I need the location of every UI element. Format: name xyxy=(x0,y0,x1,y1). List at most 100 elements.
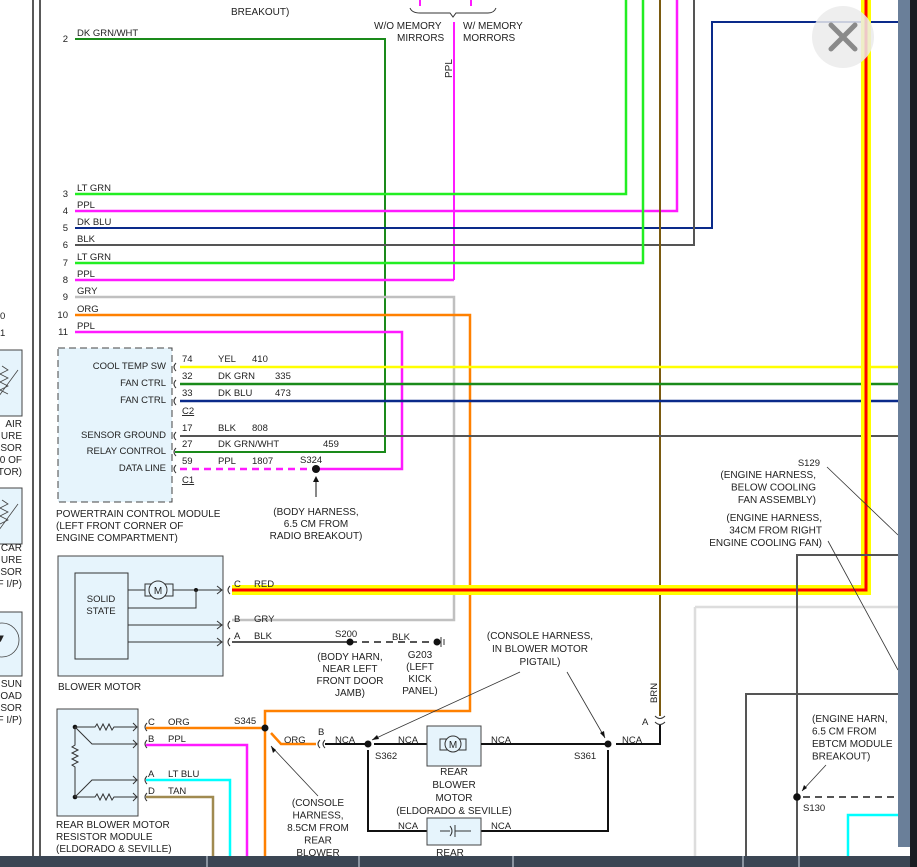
s130-note: (ENGINE HARN, xyxy=(812,714,888,725)
sensor-label: SUN xyxy=(1,679,22,690)
pcm-pin-number: 32 xyxy=(182,371,193,382)
g203-note: KICK xyxy=(408,674,432,685)
ground-g203-label: G203 xyxy=(408,650,433,661)
pin-arrow-icon xyxy=(132,722,138,802)
pcm-pin-number: 27 xyxy=(182,439,193,450)
splice-s362[interactable] xyxy=(364,740,372,748)
motor-icon xyxy=(148,580,168,600)
left-pin-num: 1 xyxy=(0,328,5,339)
wire-nca xyxy=(481,750,609,832)
wire-org-label: ORG xyxy=(284,735,306,746)
w-memory-label: W/ MEMORY xyxy=(463,21,523,32)
pcm-pin-label: RELAY CONTROL xyxy=(87,446,166,457)
close-button[interactable] xyxy=(812,6,874,68)
blower-motor-name: BLOWER MOTOR xyxy=(58,682,141,693)
wire-nca-label: NCA xyxy=(622,735,643,746)
wire-blk xyxy=(796,554,898,856)
splice-s345-label: S345 xyxy=(234,716,256,727)
arrow-icon xyxy=(372,735,379,740)
arrow-icon xyxy=(271,746,276,753)
wire-blk xyxy=(745,693,898,856)
splice-s362-label: S362 xyxy=(375,751,397,762)
wire-brn-label: BRN xyxy=(649,683,660,703)
fan-note: 34CM FROM RIGHT xyxy=(729,526,822,537)
blower-pin-label: C xyxy=(234,579,241,590)
pcm-pin-number: 17 xyxy=(182,423,193,434)
wire-color-label: DK GRN/WHT xyxy=(77,28,138,39)
wire-color-label: BLK xyxy=(218,423,237,434)
horizontal-scrollbar[interactable] xyxy=(0,856,910,867)
motor-icon xyxy=(444,735,462,753)
rear-resistor-name: REAR BLOWER MOTOR xyxy=(56,820,170,831)
solid-state-label: SOLID xyxy=(87,594,116,605)
leader-line xyxy=(566,671,606,739)
pin-number: 4 xyxy=(63,206,68,217)
thermistor-icon xyxy=(0,499,19,530)
pin-number: 10 xyxy=(57,310,68,321)
wire-nca xyxy=(616,725,661,745)
s129-note: BELOW COOLING xyxy=(731,483,816,494)
s324-note: 6.5 CM FROM xyxy=(284,519,348,530)
resistor-pin-label: B xyxy=(148,734,154,745)
s130-note: 6.5 CM FROM xyxy=(812,727,876,738)
rear-capacitor[interactable] xyxy=(426,817,482,846)
scroll-divider xyxy=(206,856,208,867)
wire-org xyxy=(75,313,472,856)
resistor-icon xyxy=(70,727,80,797)
pin-number: 11 xyxy=(58,327,68,338)
wire-color-label: PPL xyxy=(77,269,95,280)
sensor-label: SOR xyxy=(0,443,22,454)
fan-note: (ENGINE HARNESS, xyxy=(726,513,822,524)
splice-s361[interactable] xyxy=(604,740,612,748)
thermistor-icon xyxy=(0,365,19,396)
splice-s200[interactable] xyxy=(346,638,354,646)
wire-ppl xyxy=(146,743,249,856)
console-note: (CONSOLE xyxy=(292,798,345,809)
wire-color-label: LT GRN xyxy=(77,252,111,263)
pcm-pin-label: SENSOR GROUND xyxy=(81,430,166,441)
ppl-vertical-label: PPL xyxy=(444,59,455,78)
splice-s345[interactable] xyxy=(261,724,269,732)
s200-note: FRONT DOOR xyxy=(316,676,383,687)
arrow-icon xyxy=(600,731,605,738)
s130-note: BREAKOUT) xyxy=(812,752,870,763)
sensor-box xyxy=(0,349,23,417)
splice-s324[interactable] xyxy=(312,465,320,473)
pin-number: 8 xyxy=(63,275,68,286)
ground-icon xyxy=(440,637,445,647)
sensor-label: F I/P) xyxy=(0,715,22,726)
pin-number: 5 xyxy=(63,223,68,234)
fan-note: ENGINE COOLING FAN) xyxy=(709,538,822,549)
resistor-icon xyxy=(75,722,137,732)
sensor-label: 0 OF xyxy=(0,455,22,466)
s200-note: NEAR LEFT xyxy=(322,664,377,675)
s130-note: EBTCM MODULE xyxy=(812,739,893,750)
wire-lt-grn xyxy=(75,0,645,265)
vertical-scrollbar[interactable] xyxy=(898,0,910,847)
s324-note: RADIO BREAKOUT) xyxy=(270,531,363,542)
wire-color-label: DK BLU xyxy=(77,217,111,228)
pcm-pin-number: 59 xyxy=(182,456,193,467)
s129-note: (ENGINE HARNESS, xyxy=(720,470,816,481)
pcm-module[interactable] xyxy=(57,347,173,503)
pin-number: 3 xyxy=(63,189,68,200)
sensor-label: CAR xyxy=(1,543,22,554)
connector-icon xyxy=(317,739,326,749)
wo-memory-label: W/O MEMORY xyxy=(374,21,442,32)
capacitor-icon xyxy=(440,825,471,837)
pcm-pin-label: FAN CTRL xyxy=(120,395,166,406)
pcm-pin-label: DATA LINE xyxy=(119,463,166,474)
connector-icon xyxy=(173,362,177,372)
splice-s130[interactable] xyxy=(793,793,801,801)
left-pin-num: 0 xyxy=(0,311,5,322)
sensor-label: SOR xyxy=(0,567,22,578)
leader-line xyxy=(270,745,319,797)
wire-color-label: PPL xyxy=(168,734,186,745)
s200-note: (BODY HARN, xyxy=(317,652,382,663)
ground-point xyxy=(433,638,441,646)
wire-nca-label: NCA xyxy=(491,735,512,746)
wire-color-label: DK GRN/WHT xyxy=(218,439,279,450)
motor-symbol: M xyxy=(154,586,162,597)
wire-color-label: PPL xyxy=(77,200,95,211)
